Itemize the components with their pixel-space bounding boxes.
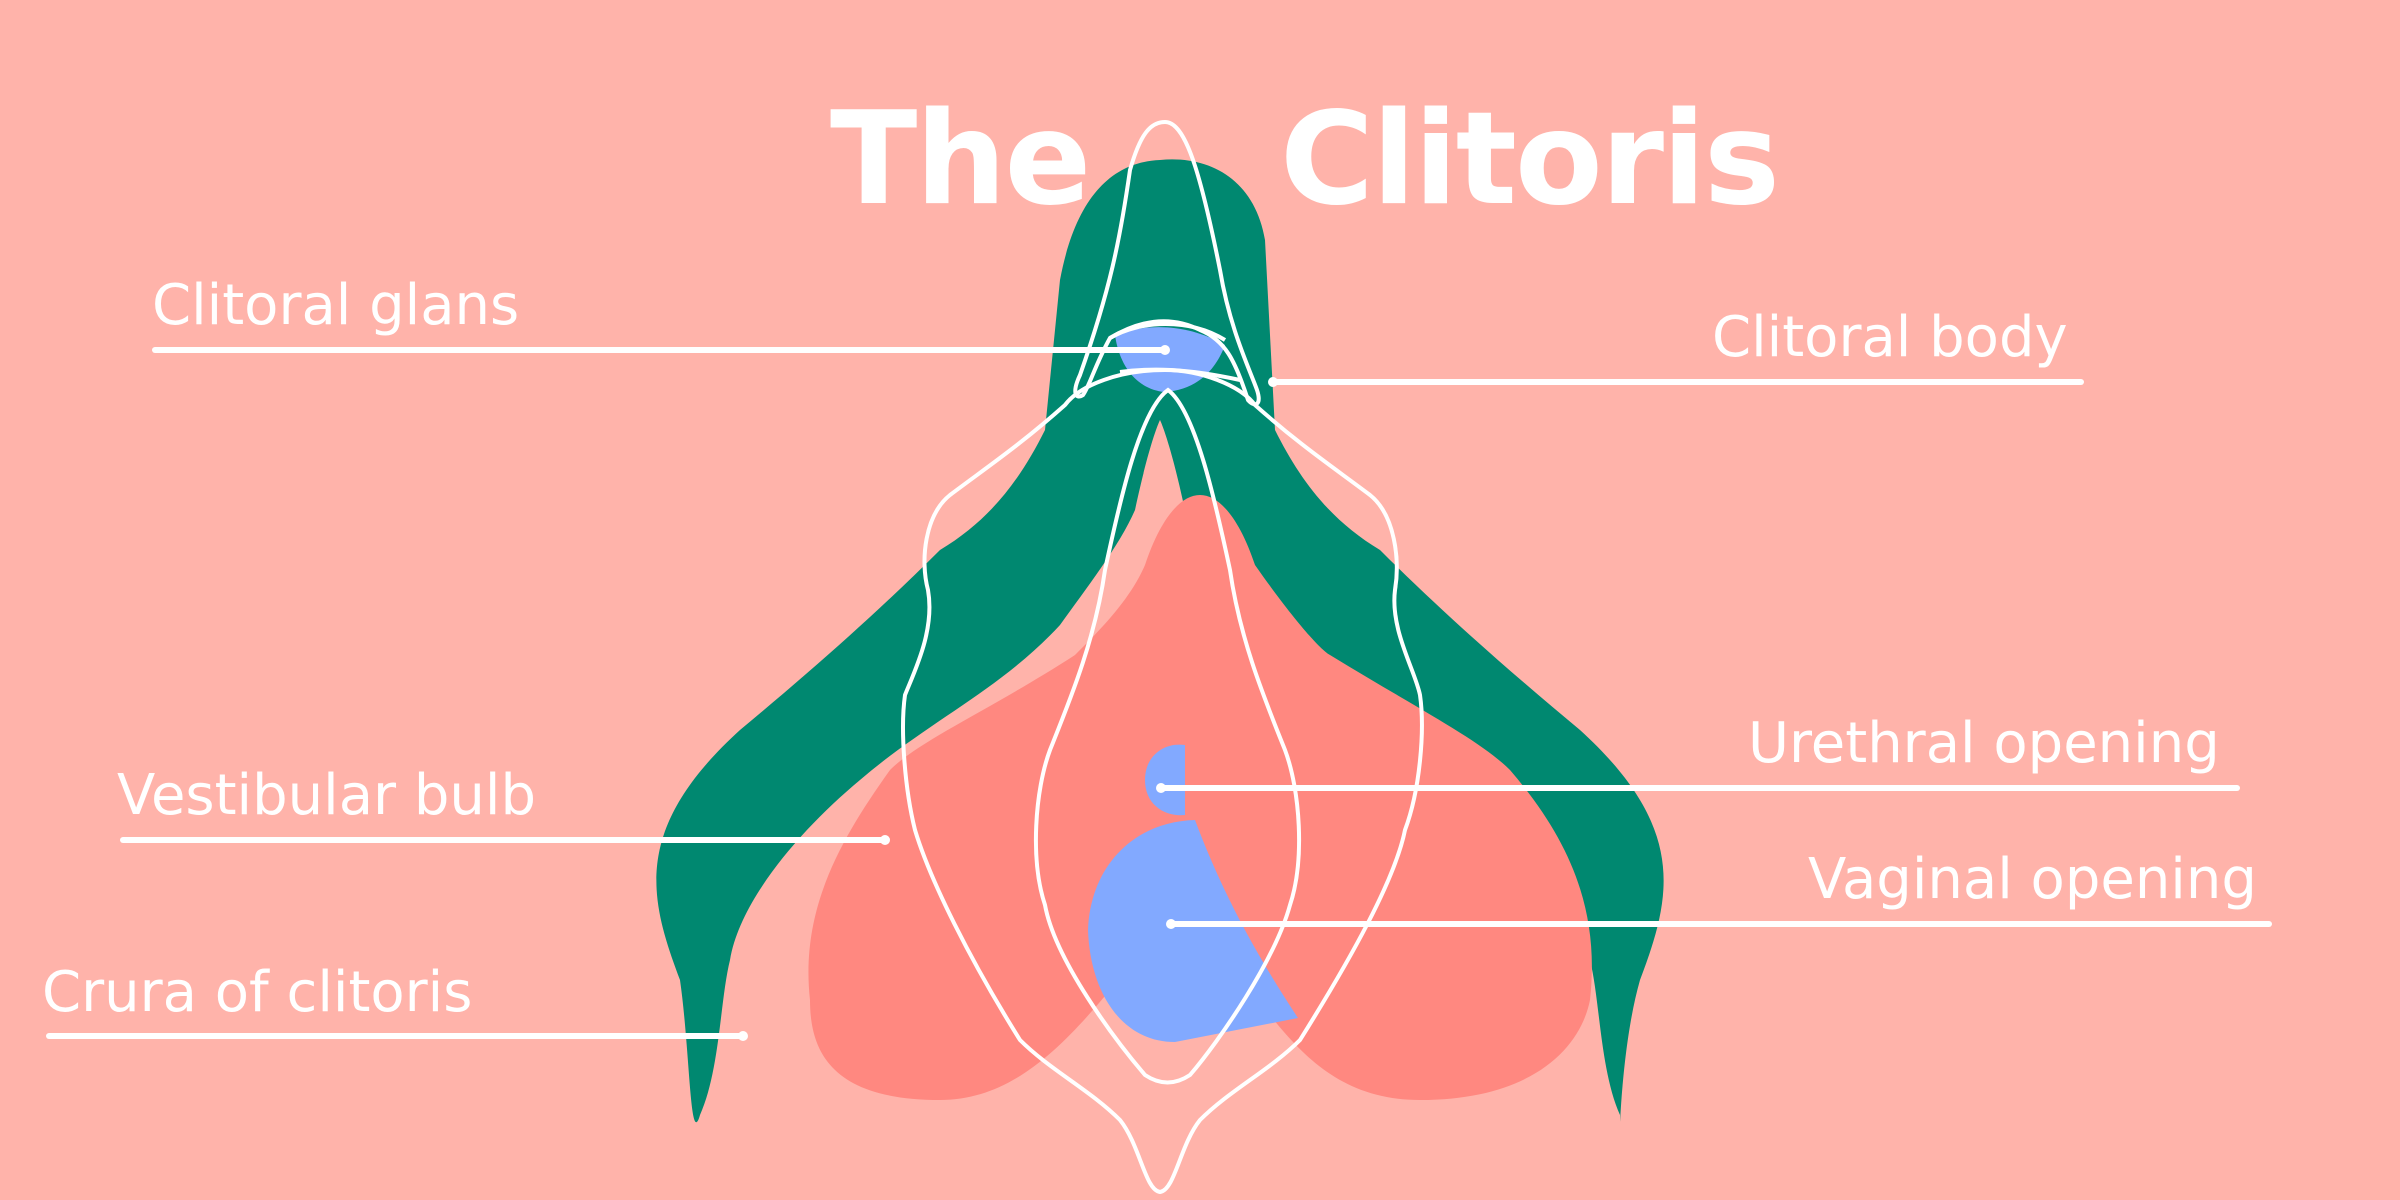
title-right-word: Clitoris (1280, 85, 1780, 234)
label-vestibular-bulb: Vestibular bulb (117, 763, 536, 828)
pointer-clitoral-body (1268, 377, 1278, 387)
label-urethral-opening: Urethral opening (1748, 711, 2220, 776)
label-vaginal-opening: Vaginal opening (1808, 847, 2257, 912)
leader-clitoral-glans (152, 347, 1165, 353)
pointer-crura-of-clitoris (738, 1031, 748, 1041)
pointer-vaginal-opening (1166, 919, 1176, 929)
clitoral-body-rim (1108, 322, 1241, 382)
leader-vaginal-opening (1170, 921, 2272, 927)
label-clitoral-glans: Clitoral glans (152, 273, 520, 338)
vestibular-bulbs (808, 495, 1592, 1100)
pointer-clitoral-glans (1160, 345, 1170, 355)
vaginal-opening-shape (1088, 820, 1298, 1042)
labia-outline (901, 367, 1424, 1195)
leader-vestibular-bulb (120, 837, 886, 843)
vestibule-outline (1033, 387, 1302, 1085)
label-crura-of-clitoris: Crura of clitoris (42, 960, 473, 1025)
urethral-opening-shape (1145, 744, 1185, 816)
leader-crura-of-clitoris (46, 1033, 744, 1039)
title-left-word: The (830, 85, 1091, 234)
pointer-vestibular-bulb (880, 835, 890, 845)
leader-clitoral-body (1272, 379, 2084, 385)
glans-hood-outline (1073, 119, 1261, 407)
leader-urethral-opening (1160, 785, 2240, 791)
label-clitoral-body: Clitoral body (1712, 305, 2068, 370)
pointer-urethral-opening (1156, 783, 1166, 793)
